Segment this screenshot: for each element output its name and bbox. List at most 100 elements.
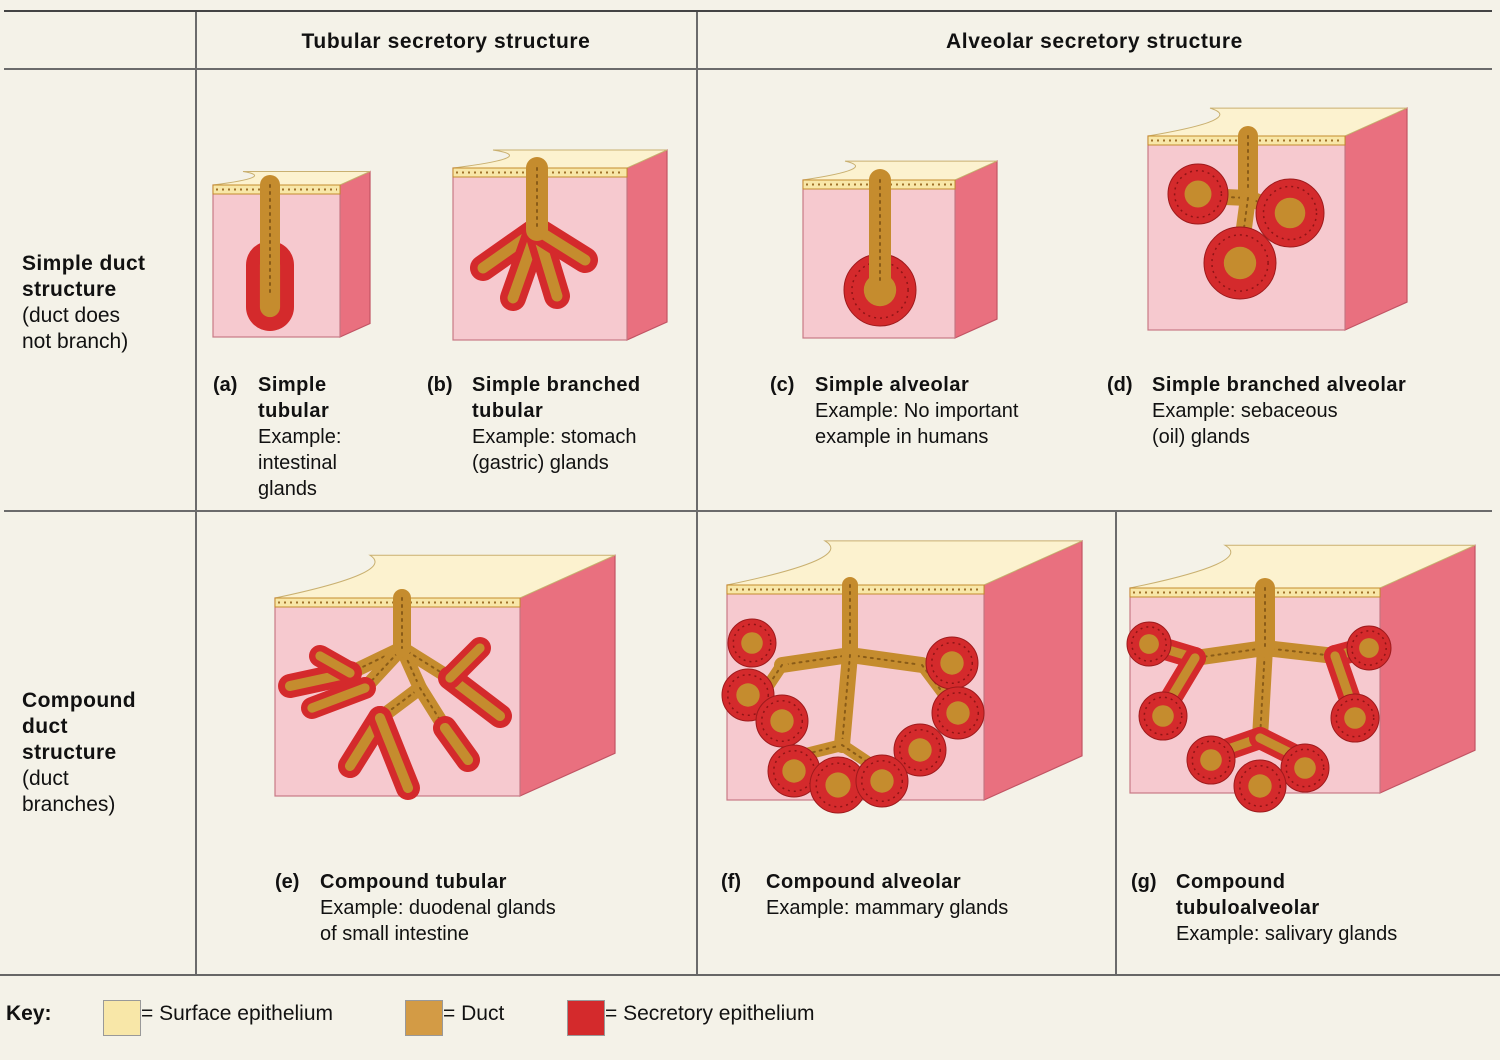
key-text-secretory-epithelium: = Secretory epithelium — [605, 1002, 815, 1025]
alveolus-lumen — [770, 709, 794, 733]
header-divider — [4, 68, 1492, 70]
duct-cells — [849, 654, 923, 666]
key-text-duct: = Duct — [443, 1002, 505, 1025]
tissue-side — [954, 160, 998, 339]
alveolus-cells — [1143, 696, 1183, 736]
header-alveolar: Alveolar secretory structure — [946, 30, 1243, 53]
alveolus-lumen — [908, 738, 932, 762]
caption-d: (d) Simple branched alveolar Example: se… — [1107, 372, 1492, 450]
alveolus-lumen — [736, 683, 760, 707]
tissue-side — [1379, 544, 1476, 794]
alveolus-cells — [1351, 630, 1387, 666]
alveolus-lumen — [1274, 197, 1306, 229]
row-title-line: Simple duct — [22, 252, 146, 275]
caption-example-line: Example: duodenal glands — [320, 897, 556, 919]
duct-cells — [364, 647, 403, 689]
tissue-top — [1147, 107, 1408, 137]
caption-example-line: Example: stomach — [472, 426, 637, 448]
row-note-line: not branch) — [22, 330, 129, 353]
tissue-top — [274, 554, 616, 599]
caption-f: (f) Compound alveolar Example: mammary g… — [721, 869, 1101, 921]
alveolus-cells — [936, 691, 980, 735]
alveolus-cells — [1211, 234, 1269, 292]
alveolus-cells — [1191, 740, 1231, 780]
duct-cells — [401, 647, 451, 679]
alveolus-lumen — [825, 772, 851, 798]
row-note-line: (duct does — [22, 304, 121, 327]
caption-name-line: Simple alveolar — [815, 374, 970, 396]
row-header-compound: Compound duct structure (duct branches) — [22, 688, 136, 818]
tubule-lumen — [439, 722, 474, 766]
alveolus-cells — [1285, 748, 1325, 788]
table-frame — [4, 10, 1492, 976]
caption-name-line: Simple — [258, 374, 327, 396]
alveolus-cells — [1131, 626, 1167, 662]
alveolus-lumen — [1139, 634, 1159, 654]
tissue-top — [212, 171, 371, 186]
caption-letter: (g) — [1131, 871, 1157, 893]
key-swatch-duct — [405, 1000, 443, 1036]
tissue-top — [802, 160, 998, 181]
alveolus-lumen — [946, 701, 970, 725]
tissue-side — [983, 539, 1083, 801]
caption-a: (a) Simple tubular Example: intestinal g… — [213, 372, 393, 502]
row-title-line: duct — [22, 715, 68, 738]
tubule-lumen — [374, 712, 414, 794]
gland-compound-alveolar-illustration — [721, 539, 1083, 814]
col-divider-2 — [696, 12, 698, 974]
tissue-side — [626, 149, 668, 341]
duct-cells — [841, 654, 851, 746]
gland-simple-branched-tubular-illustration — [452, 149, 668, 341]
col-divider-1 — [195, 12, 197, 974]
tubule-lumen — [307, 683, 370, 713]
row-title-line: structure — [22, 278, 117, 301]
caption-letter: (a) — [213, 374, 238, 396]
caption-example-line: Example: salivary glands — [1176, 923, 1398, 945]
alveolus-lumen — [782, 759, 806, 783]
gland-simple-alveolar-illustration — [802, 160, 998, 339]
caption-name-line: Simple branched alveolar — [1152, 374, 1407, 396]
duct-cells — [1259, 647, 1266, 739]
alveolus-cells — [760, 699, 804, 743]
caption-c: (c) Simple alveolar Example: No importan… — [770, 372, 1090, 450]
tubule-lumen — [445, 643, 485, 683]
alveolus-lumen — [1344, 707, 1366, 729]
alveolus-lumen — [1294, 757, 1316, 779]
col-divider-3 — [1115, 511, 1117, 974]
alveolus-lumen — [1200, 749, 1222, 771]
alveolus-cells — [726, 673, 770, 717]
duct-cells — [419, 687, 446, 729]
alveolus-cells — [930, 641, 974, 685]
caption-b: (b) Simple branched tubular Example: sto… — [427, 372, 692, 476]
caption-example-line: glands — [258, 478, 317, 500]
alveolus-lumen — [1223, 246, 1257, 280]
caption-example-line: (oil) glands — [1152, 426, 1250, 448]
caption-name-line: Compound — [1176, 871, 1286, 893]
row-divider — [4, 510, 1492, 512]
tissue-top — [1129, 544, 1476, 589]
alveolus-cells — [732, 623, 772, 663]
alveolus-lumen — [1184, 180, 1212, 208]
tissue-side — [339, 170, 371, 338]
key-legend: Key: = Surface epithelium = Duct = Secre… — [0, 1000, 1500, 1040]
caption-example-line: Example: mammary glands — [766, 897, 1009, 919]
caption-example-line: Example: sebaceous — [1152, 400, 1338, 422]
caption-name-line: tubuloalveolar — [1176, 897, 1320, 919]
alveolus-lumen — [741, 632, 763, 654]
header-tubular: Tubular secretory structure — [301, 30, 591, 53]
alveolus-cells — [898, 728, 942, 772]
caption-name-line: tubular — [472, 400, 544, 422]
key-divider — [0, 974, 1500, 976]
key-text-surface-epithelium: = Surface epithelium — [141, 1002, 334, 1025]
caption-letter: (d) — [1107, 374, 1133, 396]
alveolus-cells — [1335, 698, 1375, 738]
caption-name-line: Compound alveolar — [766, 871, 962, 893]
caption-letter: (f) — [721, 871, 741, 893]
caption-letter: (b) — [427, 374, 453, 396]
caption-example-line: of small intestine — [320, 923, 469, 945]
caption-example-line: (gastric) glands — [472, 452, 609, 474]
tissue-side — [1344, 107, 1408, 331]
alveolus-lumen — [1359, 638, 1379, 658]
alveolus-lumen — [1248, 774, 1272, 798]
caption-g: (g) Compound tubuloalveolar Example: sal… — [1131, 869, 1491, 947]
